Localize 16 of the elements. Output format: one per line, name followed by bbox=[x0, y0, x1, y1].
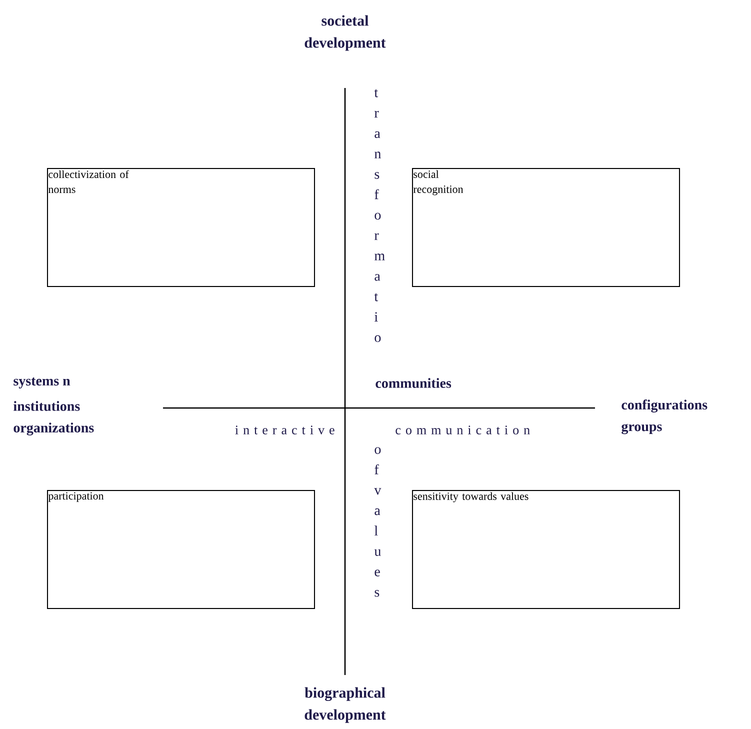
text-box: sensitivity towards values bbox=[412, 490, 680, 609]
axis-label: institutions bbox=[14, 401, 80, 411]
spaced-text: i n t e r a c t i v e bbox=[235, 426, 334, 434]
text-box: collectivization of norms bbox=[47, 168, 315, 287]
text-box: participation bbox=[47, 490, 315, 609]
vertical-text: of values bbox=[374, 447, 382, 597]
spaced-text: c o m m u n i c a t i o n bbox=[396, 426, 530, 434]
axis-end-label: biographical development bbox=[304, 687, 386, 723]
text-box: social recognition bbox=[412, 168, 680, 287]
axis-label: systems n bbox=[14, 378, 70, 388]
axis-label: communities bbox=[376, 378, 452, 388]
axis-label: configurations bbox=[622, 400, 708, 412]
axis-label: organizations bbox=[14, 422, 94, 436]
vertical-text: transformatio bbox=[374, 89, 385, 342]
axis-label: groups bbox=[622, 424, 662, 434]
axis-end-label: societal development bbox=[304, 15, 386, 51]
